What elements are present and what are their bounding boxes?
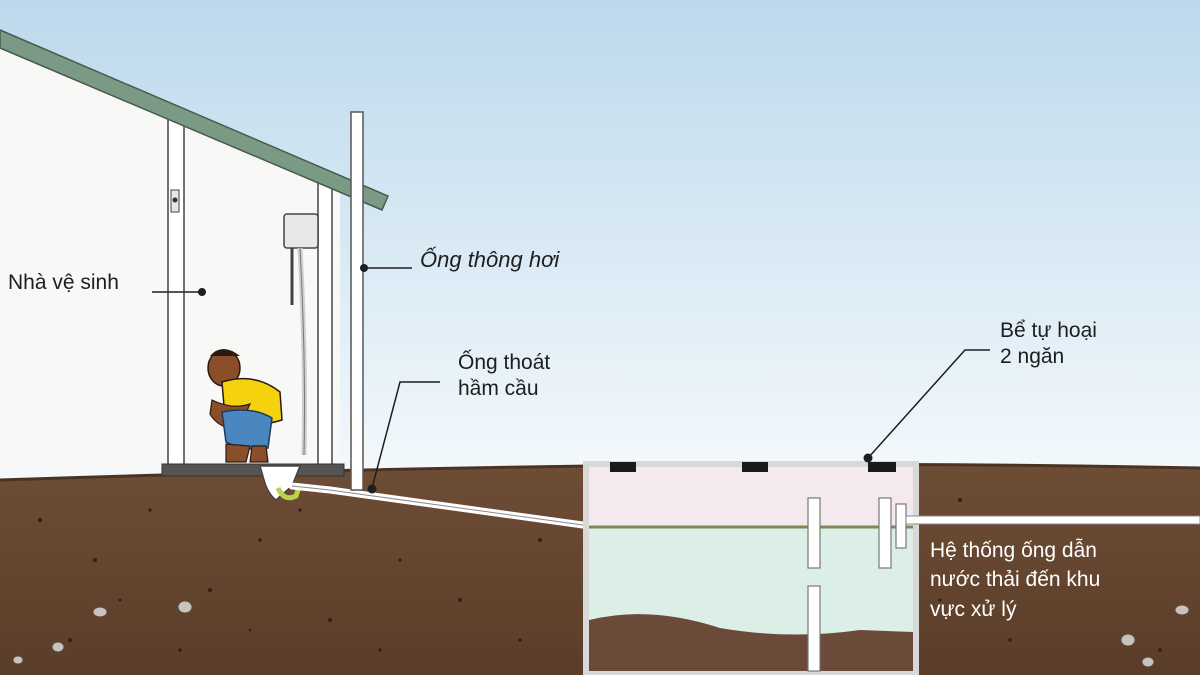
label-wastewater-system: Hệ thống ống dẫn nước thải đến khu vực x… [930,536,1100,624]
label-drain-line-2: hầm cầu [458,377,539,401]
leader-lines [152,267,990,489]
drain-pipe-outline [291,485,591,527]
water-tap-icon [283,213,319,456]
label-drain-pipe: Ống thoát hầm cầu [458,350,550,403]
pebbles [12,600,1190,668]
label-tank-line-1: Bể tự hoại [1000,319,1097,342]
outlet-pipe [905,515,1200,525]
label-tank-line-2: 2 ngăn [1000,345,1065,369]
vent-pipe [350,111,364,491]
label-wastewater-line-2: nước thải đến khu [930,568,1101,592]
label-toilet-house: Nhà vệ sinh [8,271,119,294]
label-vent-pipe: Ống thông hơi [420,247,560,272]
septic-tank [583,461,919,675]
leader-dots [198,264,873,494]
person-icon [207,349,283,463]
roof [0,29,389,211]
floor-slab [161,463,345,477]
soil-texture [38,498,1162,652]
label-wastewater-line-1: Hệ thống ống dẫn [930,539,1097,562]
label-septic-tank: Bể tự hoại 2 ngăn [1000,318,1097,371]
label-wastewater-line-3: vực xử lý [930,597,1017,621]
toilet-bowl [259,465,303,501]
wall-posts [167,117,333,471]
label-drain-line-1: Ống thoát [458,351,551,374]
